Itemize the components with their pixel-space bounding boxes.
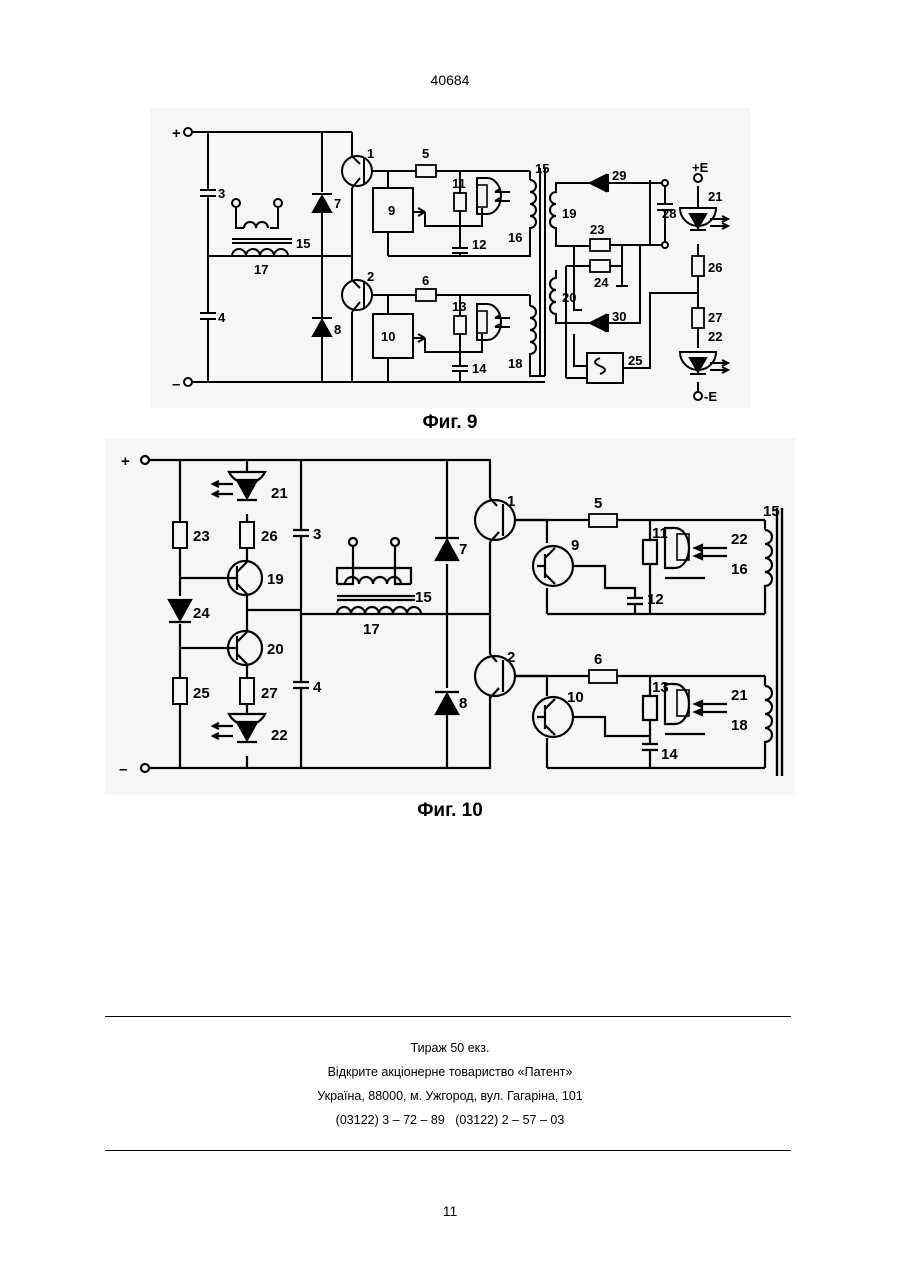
terminal-plus-e: +E [692, 160, 709, 175]
fig10-label: 1 [507, 493, 515, 510]
fig9-label: 15 [296, 236, 310, 251]
fig9-label: 29 [612, 168, 626, 183]
fig10-label: 22 [731, 531, 748, 548]
fig9-label: 12 [472, 237, 486, 252]
fig9-label: 6 [422, 273, 429, 288]
fig10-label: 20 [267, 641, 284, 658]
fig9-label: 15 [535, 161, 549, 176]
terminal-minus: – [172, 376, 180, 393]
fig9-label: 24 [594, 275, 609, 290]
fig10-label: 6 [594, 651, 602, 668]
footer-publisher: Відкрите акціонерне товариство «Патент» [0, 1065, 900, 1079]
fig9-label: 19 [562, 206, 576, 221]
footer-top-divider [105, 1016, 791, 1017]
fig9-label: 30 [612, 309, 626, 324]
fig10-label: 15 [763, 503, 780, 520]
fig9-label: 1 [367, 146, 374, 161]
fig10-label: 9 [571, 537, 579, 554]
fig9-label: 10 [381, 329, 395, 344]
fig9-label: 9 [388, 203, 395, 218]
figure-9-schematic: + – [150, 108, 750, 408]
page-number: 11 [0, 1203, 900, 1219]
figure-9-caption: Фиг. 9 [0, 412, 900, 434]
fig9-label: 8 [334, 322, 341, 337]
fig10-label: 15 [415, 589, 432, 606]
footer-print-run: Тираж 50 екз. [0, 1041, 900, 1055]
fig9-label: 23 [590, 222, 604, 237]
terminal-plus: + [172, 125, 181, 142]
footer-phones: (03122) 3 – 72 – 89 (03122) 2 – 57 – 03 [0, 1113, 900, 1127]
fig10-label: 8 [459, 695, 467, 712]
fig10-label: 4 [313, 679, 322, 696]
fig10-label: 14 [661, 746, 678, 763]
footer-bottom-divider [105, 1150, 791, 1151]
fig9-label: 14 [472, 361, 487, 376]
fig9-label: 26 [708, 260, 722, 275]
fig9-label: 21 [708, 189, 722, 204]
fig10-label: 25 [193, 685, 210, 702]
fig9-label: 7 [334, 196, 341, 211]
fig10-label: 16 [731, 561, 748, 578]
fig10-label: 17 [363, 621, 380, 638]
fig10-label: 23 [193, 528, 210, 545]
fig10-label: 21 [731, 687, 748, 704]
fig10-label: 27 [261, 685, 278, 702]
fig9-label: 25 [628, 353, 642, 368]
fig10-label: 18 [731, 717, 748, 734]
fig9-label: 2 [367, 269, 374, 284]
figure-10-schematic: + – [105, 438, 795, 795]
fig9-label: 20 [562, 290, 576, 305]
fig9-label: 4 [218, 310, 226, 325]
fig9-label: 16 [508, 230, 522, 245]
fig9-label: 18 [508, 356, 522, 371]
terminal-minus-e: -E [704, 389, 717, 404]
fig10-label: 26 [261, 528, 278, 545]
fig10-label: 21 [271, 485, 288, 502]
fig9-label: 11 [452, 176, 466, 191]
fig10-label: 12 [647, 591, 664, 608]
fig10-label: 13 [652, 679, 669, 696]
fig9-label: 5 [422, 146, 429, 161]
figure-10-caption: Фиг. 10 [0, 800, 900, 822]
fig10-label: 7 [459, 541, 467, 558]
footer-address: Україна, 88000, м. Ужгород, вул. Гагарін… [0, 1089, 900, 1103]
fig9-label: 22 [708, 329, 722, 344]
fig10-label: 19 [267, 571, 284, 588]
fig10-label: 10 [567, 689, 584, 706]
fig10-label: 3 [313, 526, 321, 543]
fig10-label: 22 [271, 727, 288, 744]
terminal-minus: – [119, 761, 127, 778]
document-number: 40684 [0, 72, 900, 88]
fig9-label: 3 [218, 186, 225, 201]
fig10-label: 5 [594, 495, 602, 512]
fig10-label: 2 [507, 649, 515, 666]
fig10-label: 11 [652, 525, 668, 542]
terminal-plus: + [121, 453, 130, 470]
fig9-label: 13 [452, 299, 466, 314]
fig10-label: 24 [193, 605, 210, 622]
fig9-label: 17 [254, 262, 268, 277]
fig9-label: 27 [708, 310, 722, 325]
fig9-label: 28 [662, 206, 676, 221]
